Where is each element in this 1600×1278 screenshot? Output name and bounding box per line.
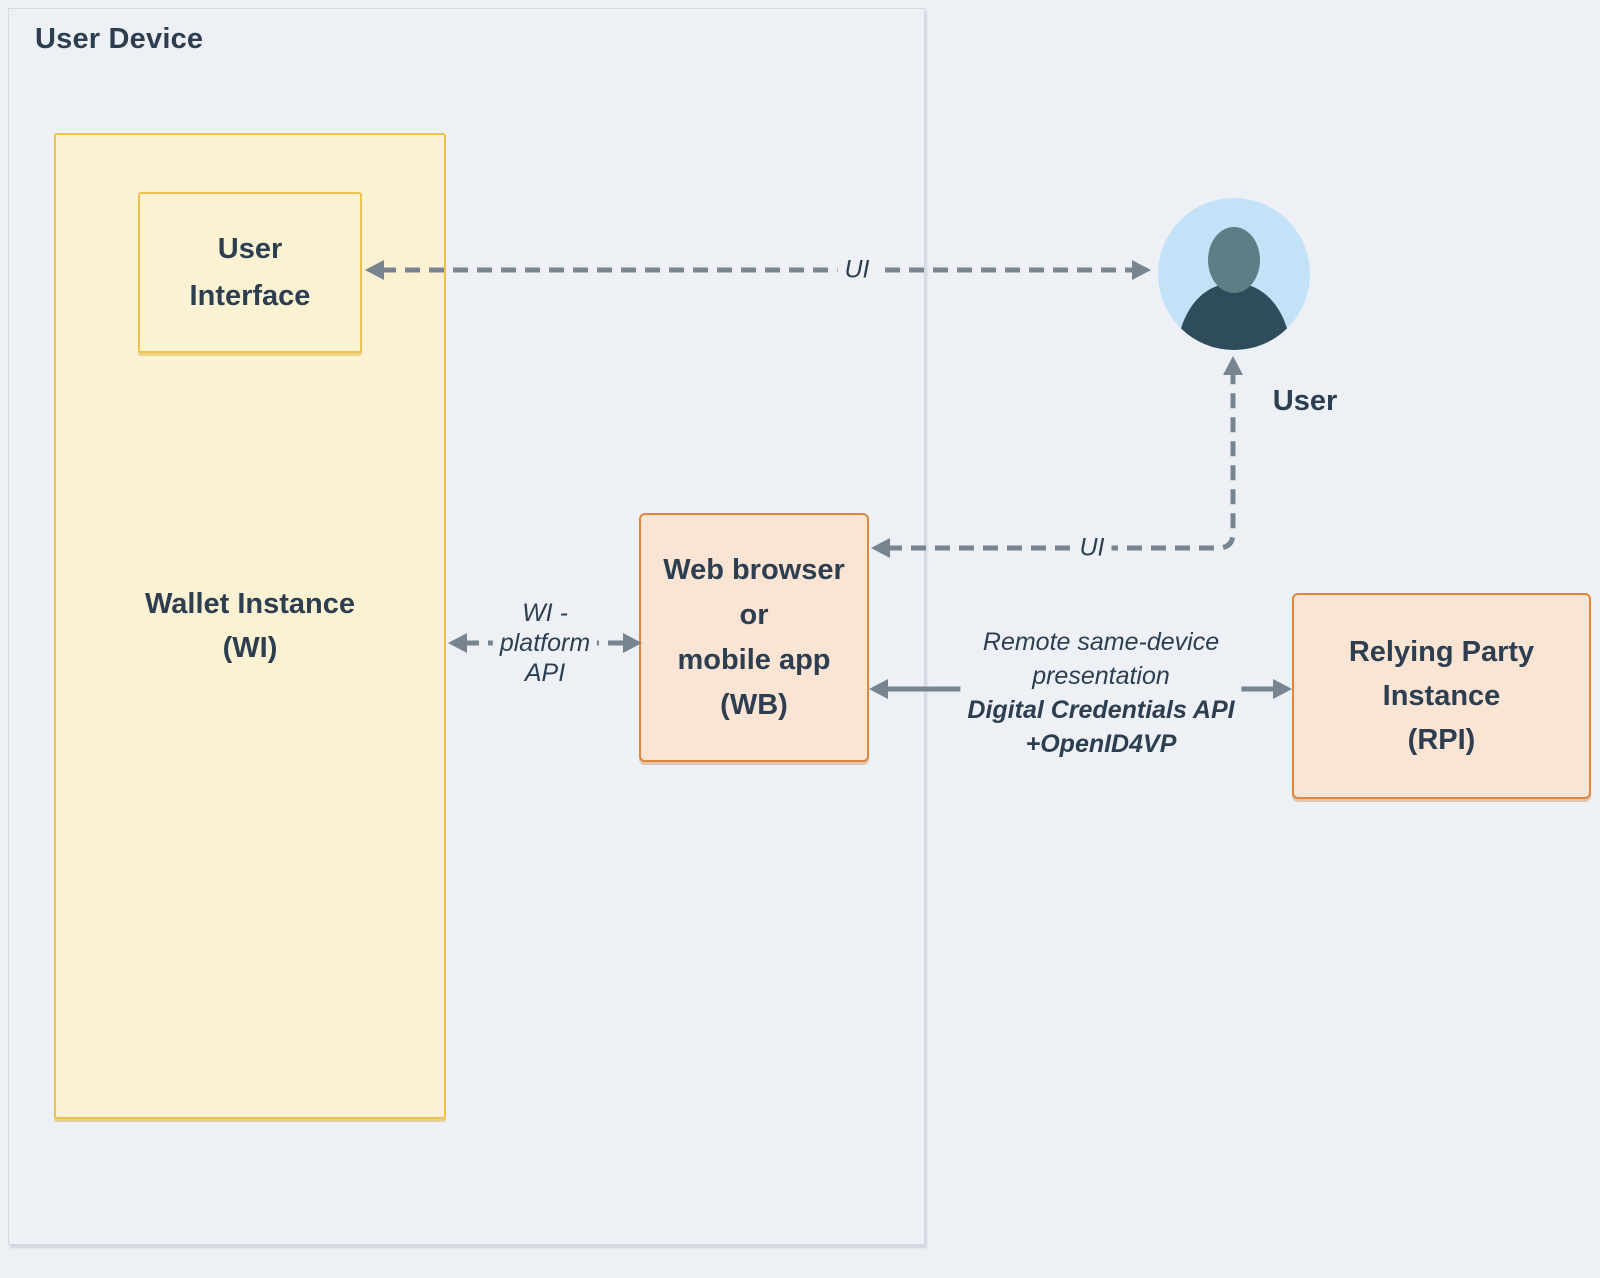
user-interface-label-line1: User <box>217 232 283 265</box>
user-interface-box: User Interface <box>138 192 362 353</box>
wi-api-line3: API <box>524 659 566 687</box>
edge-label-ui-browser: UI <box>1072 531 1112 565</box>
wallet-instance-label-line1: Wallet Instance <box>144 588 356 620</box>
web-browser-label-line1: Web browser <box>663 553 845 586</box>
relying-party-label-line1: Relying Party <box>1348 636 1535 668</box>
wallet-instance-label-line2: (WI) <box>222 632 278 664</box>
user-label: User <box>1272 385 1338 417</box>
relying-party-box: Relying Party Instance (RPI) <box>1292 593 1591 799</box>
remote-line3: Digital Credentials API <box>967 696 1235 724</box>
edge-label-remote-presentation: Remote same-device presentation Digital … <box>960 623 1242 763</box>
user-interface-label-line2: Interface <box>189 279 311 312</box>
web-browser-label-line3: mobile app <box>677 643 831 676</box>
user-avatar-icon <box>1158 198 1310 350</box>
remote-line1: Remote same-device <box>982 628 1220 656</box>
remote-line4: +OpenID4VP <box>1025 730 1177 758</box>
web-browser-label-line4: (WB) <box>720 688 788 721</box>
edge-label-wi-platform-api: WI - platform API <box>492 596 598 690</box>
edge-label-ui-top: UI <box>837 253 877 287</box>
remote-line2: presentation <box>1032 662 1170 690</box>
relying-party-label-line3: (RPI) <box>1407 724 1476 756</box>
wi-api-line1: WI - <box>522 599 568 627</box>
arrow-ui-user-to-browser <box>871 356 1243 558</box>
user-device-title: User Device <box>35 23 204 55</box>
wi-api-line2: platform <box>499 629 591 657</box>
web-browser-box: Web browser or mobile app (WB) <box>639 513 869 762</box>
relying-party-label-line2: Instance <box>1382 680 1501 712</box>
web-browser-label-line2: or <box>739 598 769 631</box>
